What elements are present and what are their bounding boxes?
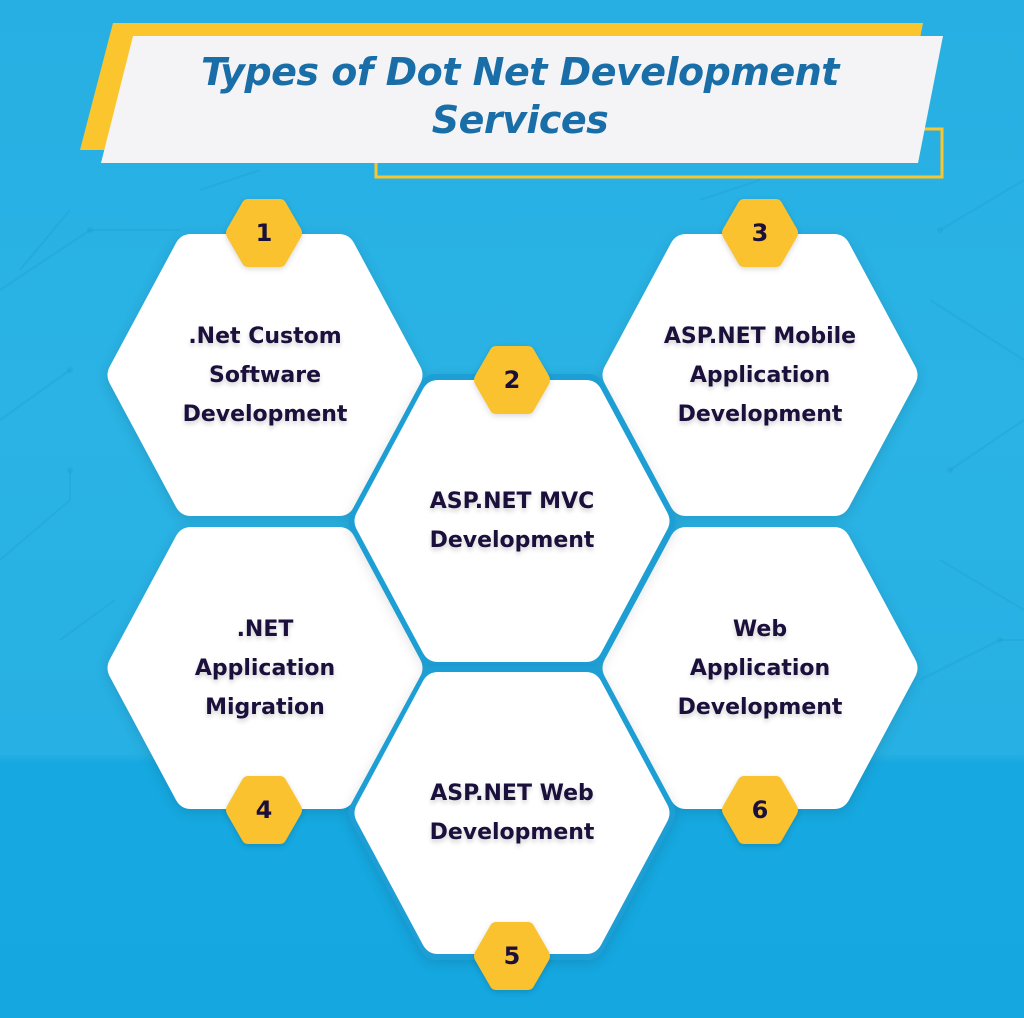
service-hexagon-3: ASP.NET Mobile Application Development — [600, 234, 920, 516]
service-hexagon-4: .NET Application Migration — [105, 527, 425, 809]
number-badge-2: 2 — [474, 346, 550, 414]
service-hexagon-1: .Net Custom Software Development — [105, 234, 425, 516]
service-label: Web Application Development — [677, 616, 843, 720]
banner-white-front — [101, 36, 943, 163]
service-label: .Net Custom Software Development — [182, 323, 348, 427]
title-line-1: Types of Dot Net Development — [201, 50, 839, 94]
number-badge-1: 1 — [226, 199, 302, 267]
service-label: ASP.NET MVC Development — [429, 489, 595, 553]
service-label: ASP.NET Mobile Application Development — [663, 323, 857, 427]
number-badge-3: 3 — [722, 199, 798, 267]
number-badge-4: 4 — [226, 776, 302, 844]
service-label: ASP.NET Web Development — [429, 781, 595, 845]
title-banner-shapes — [80, 23, 944, 179]
service-label: .NET Application Migration — [194, 616, 336, 720]
number-badge-5: 5 — [474, 922, 550, 990]
page-title: Types of Dot Net Development Services — [150, 48, 890, 144]
service-hexagon-2: ASP.NET MVC Development — [346, 374, 678, 668]
service-hexagon-5: ASP.NET Web Development — [346, 666, 678, 960]
title-line-2: Services — [431, 98, 609, 142]
number-badge-6: 6 — [722, 776, 798, 844]
service-hexagon-6: Web Application Development — [600, 527, 920, 809]
